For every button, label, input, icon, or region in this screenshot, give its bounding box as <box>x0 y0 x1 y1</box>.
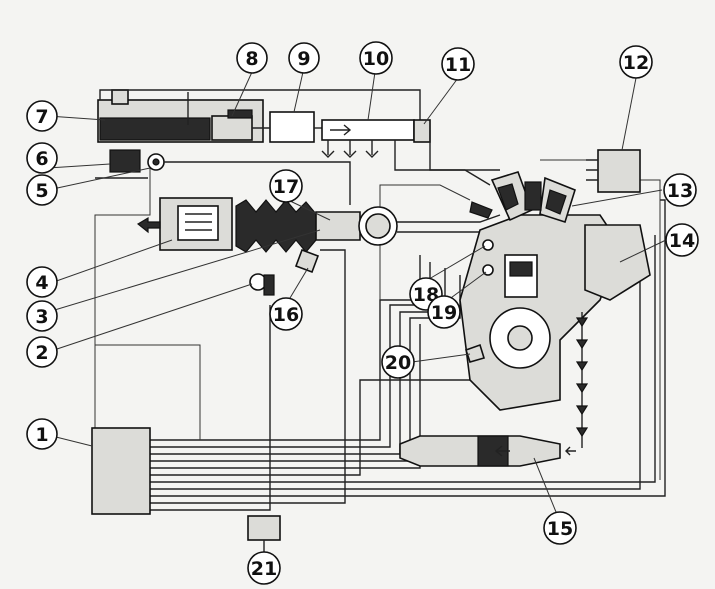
callout-15: 15 <box>543 511 577 545</box>
svg-text:17: 17 <box>273 176 299 198</box>
callout-3: 3 <box>26 300 58 332</box>
svg-text:6: 6 <box>35 148 48 170</box>
callout-10: 10 <box>359 41 393 75</box>
callout-8: 8 <box>236 42 268 74</box>
callout-14: 14 <box>665 223 699 257</box>
air-filter <box>136 197 233 251</box>
svg-text:14: 14 <box>669 230 695 252</box>
exhaust-manifold <box>584 224 651 301</box>
svg-text:19: 19 <box>431 302 457 324</box>
callout-13: 13 <box>663 173 697 207</box>
ignition-coil <box>586 149 641 193</box>
svg-text:1: 1 <box>35 424 48 446</box>
callout-6: 6 <box>26 142 58 174</box>
svg-text:2: 2 <box>35 342 48 364</box>
svg-text:7: 7 <box>35 106 48 128</box>
callout-2: 2 <box>26 336 58 368</box>
svg-text:4: 4 <box>35 272 48 294</box>
svg-text:13: 13 <box>667 180 693 202</box>
callout-5: 5 <box>26 174 58 206</box>
air-temperature-sensor <box>249 273 275 296</box>
svg-text:16: 16 <box>273 304 299 326</box>
check-valve <box>147 153 351 205</box>
svg-text:10: 10 <box>363 48 389 70</box>
engine-control-unit <box>91 427 151 515</box>
catalytic-converter <box>399 435 576 467</box>
exhaust-flow-arrows <box>575 312 589 448</box>
engine-block <box>459 171 621 411</box>
callout-21: 21 <box>247 551 281 585</box>
callout-9: 9 <box>288 42 320 74</box>
fuel-tank <box>97 89 421 143</box>
svg-text:15: 15 <box>547 518 573 540</box>
callout-4: 4 <box>26 266 58 298</box>
svg-text:12: 12 <box>623 52 649 74</box>
callout-11: 11 <box>441 47 475 81</box>
callout-17: 17 <box>269 169 303 203</box>
diagnostic-module <box>247 515 281 552</box>
throttle-body <box>315 206 511 246</box>
fuel-rail <box>321 119 491 186</box>
callout-1: 1 <box>26 418 58 450</box>
wiring-harness <box>94 159 666 511</box>
svg-text:3: 3 <box>35 306 48 328</box>
fuel-pump <box>211 109 253 141</box>
callout-7: 7 <box>26 100 58 132</box>
svg-text:5: 5 <box>35 180 48 202</box>
callout-20: 20 <box>381 345 415 379</box>
svg-text:21: 21 <box>251 558 277 580</box>
fuel-filter <box>252 111 322 143</box>
callout-markers: 1 2 3 4 5 6 7 8 9 10 11 12 13 14 15 16 1… <box>26 41 699 585</box>
svg-text:8: 8 <box>245 48 258 70</box>
svg-text:9: 9 <box>297 48 310 70</box>
callout-16: 16 <box>269 297 303 331</box>
sensors <box>464 239 494 363</box>
pressure-regulator <box>413 119 500 171</box>
idle-air-valve <box>294 248 320 274</box>
callout-12: 12 <box>619 45 653 79</box>
svg-text:11: 11 <box>445 54 471 76</box>
callout-19: 19 <box>427 295 461 329</box>
svg-text:20: 20 <box>385 352 411 374</box>
